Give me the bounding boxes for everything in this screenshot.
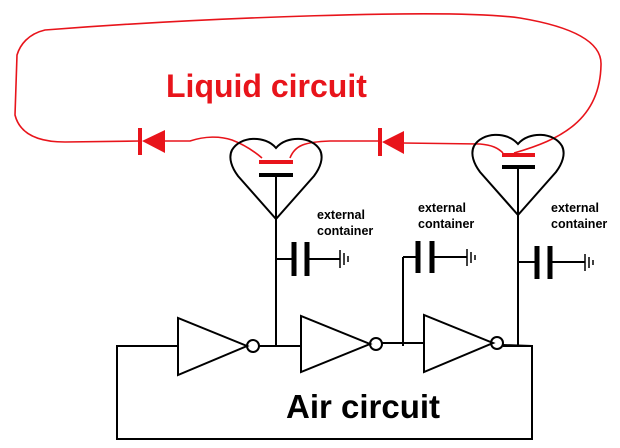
liquid-wire-diode2-to-heart2: [401, 142, 504, 154]
liquid-wire-heart1-to-diode2: [289, 140, 380, 159]
heart-capacitor-2: [471, 133, 565, 346]
external-container-3-label: external container: [551, 201, 607, 231]
svg-text:container: container: [551, 217, 607, 231]
liquid-circuit-label: Liquid circuit: [166, 68, 367, 104]
liquid-wire-diode1-to-heart1: [163, 136, 263, 159]
ground-icon: [466, 249, 476, 266]
svg-text:external: external: [551, 201, 599, 215]
air-circuit-label: Air circuit: [286, 388, 440, 425]
ground-icon: [584, 254, 594, 271]
svg-text:external: external: [418, 201, 466, 215]
external-container-1-label: external container: [317, 208, 373, 238]
inverter-2: [300, 314, 383, 374]
heart-capacitor-1: [229, 137, 323, 346]
external-capacitor-3: [518, 246, 594, 279]
external-capacitor-2: [402, 241, 476, 346]
wire-inv3-out: [502, 344, 533, 347]
air-circuit: Air circuit: [116, 313, 533, 440]
svg-text:external: external: [317, 208, 365, 222]
liquid-circuit: Liquid circuit: [14, 13, 602, 159]
external-container-2-label: external container: [418, 201, 474, 231]
svg-text:container: container: [418, 217, 474, 231]
diode-2: [378, 128, 404, 156]
inverter-1: [177, 316, 260, 377]
svg-text:container: container: [317, 224, 373, 238]
diode-1: [138, 128, 165, 155]
ground-icon: [339, 250, 349, 268]
inverter-3: [423, 313, 504, 374]
external-capacitor-1: [276, 242, 349, 276]
liquid-loop-wire: [14, 13, 602, 154]
